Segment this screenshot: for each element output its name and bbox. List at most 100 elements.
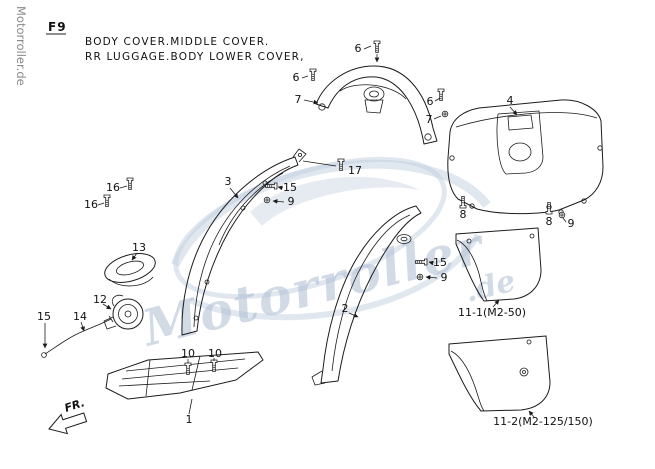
leader bbox=[80, 321, 85, 332]
hole bbox=[469, 203, 475, 209]
callout-8-right: 8 bbox=[546, 215, 553, 228]
hole bbox=[526, 339, 532, 345]
vent-hole bbox=[400, 236, 408, 242]
callout-9-mid: 9 bbox=[288, 195, 295, 208]
leader bbox=[188, 398, 193, 415]
front-direction: FR. bbox=[48, 396, 88, 435]
grommet-hole bbox=[522, 370, 526, 374]
vent-boss bbox=[396, 234, 412, 244]
part-rear-carrier bbox=[315, 65, 438, 145]
nut-icon bbox=[558, 211, 566, 219]
leader bbox=[277, 185, 284, 191]
recess-detail bbox=[496, 110, 544, 175]
nut-icon bbox=[441, 110, 449, 118]
callout-6-left: 6 bbox=[293, 71, 300, 84]
leader bbox=[492, 299, 500, 308]
leader bbox=[229, 187, 239, 199]
callout-10-a: 10 bbox=[181, 347, 195, 360]
leader bbox=[102, 303, 112, 310]
mount-hole bbox=[369, 90, 379, 98]
callout-1: 1 bbox=[186, 413, 193, 426]
part-outline bbox=[448, 335, 551, 412]
callout-11-1: 11-1(M2-50) bbox=[458, 306, 526, 319]
hole bbox=[193, 315, 199, 321]
callout-3: 3 bbox=[225, 175, 232, 188]
tread-ribs bbox=[118, 355, 246, 397]
part-detail bbox=[311, 214, 411, 386]
leader bbox=[131, 252, 138, 261]
callout-13: 13 bbox=[132, 241, 146, 254]
part-detail bbox=[456, 239, 488, 302]
part-outline bbox=[105, 351, 264, 400]
screw-icon bbox=[309, 68, 317, 81]
hole bbox=[262, 180, 268, 186]
leader bbox=[272, 199, 285, 204]
hole bbox=[466, 238, 472, 244]
part-12-cap bbox=[103, 294, 144, 330]
hole bbox=[424, 133, 432, 141]
part-detail bbox=[455, 112, 598, 128]
hole bbox=[529, 233, 535, 239]
callout-7-left: 7 bbox=[295, 93, 302, 106]
part-detail bbox=[450, 350, 485, 412]
watermark-swoosh-bottom bbox=[188, 233, 481, 321]
callout-15-r2: 15 bbox=[433, 256, 447, 269]
leader bbox=[562, 217, 567, 223]
callout-2: 2 bbox=[342, 302, 349, 315]
callout-6-right: 6 bbox=[427, 95, 434, 108]
leader bbox=[425, 275, 438, 280]
callout-7-right: 7 bbox=[426, 113, 433, 126]
callout-6-top: 6 bbox=[355, 42, 362, 55]
screw-icon bbox=[103, 194, 111, 207]
leader bbox=[528, 410, 535, 418]
part-11-2-mudflap bbox=[448, 335, 551, 412]
callout-9-right: 9 bbox=[568, 217, 575, 230]
callout-15-left: 15 bbox=[37, 310, 51, 323]
callout-10-b: 10 bbox=[208, 347, 222, 360]
part-detail bbox=[116, 260, 144, 276]
leader-lines bbox=[42, 45, 567, 418]
leader bbox=[428, 260, 434, 266]
callout-8-left: 8 bbox=[460, 208, 467, 221]
callout-15-mid: 15 bbox=[283, 181, 297, 194]
part-4-rr-luggage-cover bbox=[447, 99, 604, 215]
part-detail bbox=[339, 84, 407, 114]
part-outline bbox=[181, 156, 299, 336]
leader bbox=[97, 202, 105, 206]
cable-line bbox=[44, 315, 114, 355]
callout-16-a: 16 bbox=[106, 181, 120, 194]
callout-14: 14 bbox=[73, 310, 87, 323]
callout-11-2: 11-2(M2-125/150) bbox=[493, 415, 593, 428]
part-outline bbox=[112, 298, 144, 330]
screw-icon bbox=[126, 177, 134, 190]
vertical-site-label: Motorroller.de bbox=[14, 6, 28, 86]
header: Motorroller.de F9 BODY COVER.MIDDLE COVE… bbox=[14, 6, 305, 86]
screw-icon bbox=[373, 40, 381, 53]
hole bbox=[318, 103, 326, 111]
hole bbox=[240, 205, 246, 211]
part-outline bbox=[320, 205, 422, 384]
part-3-body-cover-left bbox=[181, 148, 307, 336]
callout-9-r2: 9 bbox=[441, 271, 448, 284]
flange-detail bbox=[103, 294, 124, 330]
leader bbox=[433, 115, 442, 120]
part-outline bbox=[455, 227, 542, 302]
hole bbox=[204, 279, 210, 285]
callouts: 6 6 7 6 7 4 17 15 9 16 16 3 13 8 8 9 12 … bbox=[37, 42, 593, 428]
callout-4: 4 bbox=[507, 94, 514, 107]
part-2-body-cover-right bbox=[311, 205, 422, 386]
leader bbox=[301, 75, 309, 79]
part-13-air-scoop bbox=[104, 253, 156, 287]
watermark-swoosh-top bbox=[170, 159, 491, 267]
mount-boss bbox=[363, 86, 385, 102]
cable-end bbox=[41, 352, 47, 358]
part-outline bbox=[447, 99, 604, 215]
diagram-title-line2: RR LUGGAGE.BODY LOWER COVER, bbox=[85, 51, 305, 63]
watermark-wing bbox=[250, 176, 420, 226]
leader bbox=[509, 106, 518, 116]
hole bbox=[449, 155, 455, 161]
leader bbox=[348, 312, 359, 318]
part-14-cable bbox=[41, 315, 114, 358]
top-tab bbox=[292, 148, 307, 163]
